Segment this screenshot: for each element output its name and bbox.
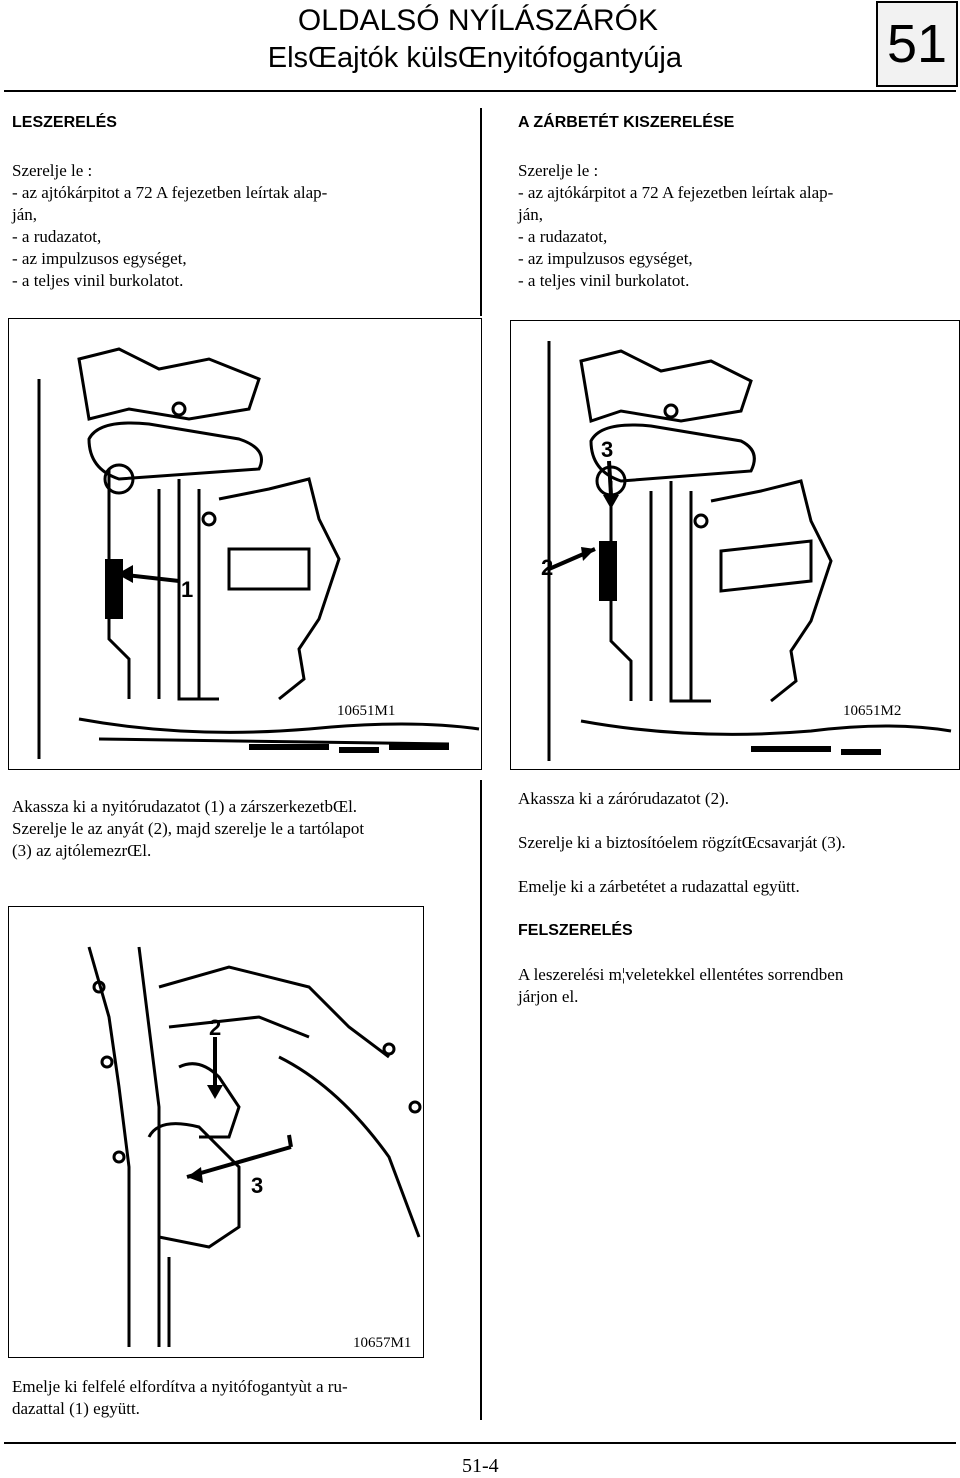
header-rule	[4, 90, 956, 92]
figure-code: 10657M1	[353, 1335, 412, 1351]
footer-rule	[4, 1442, 956, 1444]
door-lock-drawing	[37, 347, 480, 759]
figure-10651M1: 1 10651M1	[8, 318, 482, 770]
right-step-text-a: Akassza ki a zárórudazatot (2).	[518, 789, 729, 808]
door-handle-drawing	[87, 946, 422, 1347]
right-step-text-d: A leszerelési m¦veletekkel ellentétes so…	[518, 965, 844, 1006]
column-divider	[480, 108, 482, 316]
callout-1: 1	[181, 577, 194, 602]
figure-10651M2: 3 2 10651M2	[510, 320, 960, 770]
figure-10657M1: 2 3 10657M1	[8, 906, 424, 1358]
right-step-text-b: Szerelje ki a biztosítóelem rögzítŒcsava…	[518, 833, 846, 852]
page-number: 51-4	[462, 1455, 499, 1477]
page-title: OLDALSÓ NYÍLÁSZÁRÓK	[297, 4, 658, 37]
section-heading-leszereles: LESZERELÉS	[12, 114, 117, 131]
callout-2: 2	[209, 1015, 222, 1040]
callout-3: 3	[601, 437, 614, 462]
section-heading-zarbetet: A ZÁRBETÉT KISZERELÉSE	[518, 114, 735, 131]
left-step-text: Akassza ki a nyitórudazatot (1) a zársze…	[12, 797, 365, 860]
page-subtitle: ElsŒajtók külsŒnyitófogantyúja	[267, 42, 682, 74]
left-final-text: Emelje ki felfelé elfordítva a nyitófoga…	[12, 1377, 348, 1418]
callout-2: 2	[541, 555, 554, 580]
chapter-number: 51	[876, 1, 958, 87]
lock-cylinder-drawing	[547, 341, 952, 761]
figure-code: 10651M2	[843, 703, 902, 719]
right-intro-text: Szerelje le : - az ajtókárpitot a 72 A f…	[518, 161, 834, 290]
left-intro-text: Szerelje le : - az ajtókárpitot a 72 A f…	[12, 161, 328, 290]
column-divider-lower	[480, 780, 482, 1420]
section-heading-felszereles: FELSZERELÉS	[518, 922, 633, 939]
callout-3: 3	[251, 1173, 264, 1198]
figure-code: 10651M1	[337, 703, 396, 719]
right-step-text-c: Emelje ki a zárbetétet a rudazattal együ…	[518, 877, 800, 896]
